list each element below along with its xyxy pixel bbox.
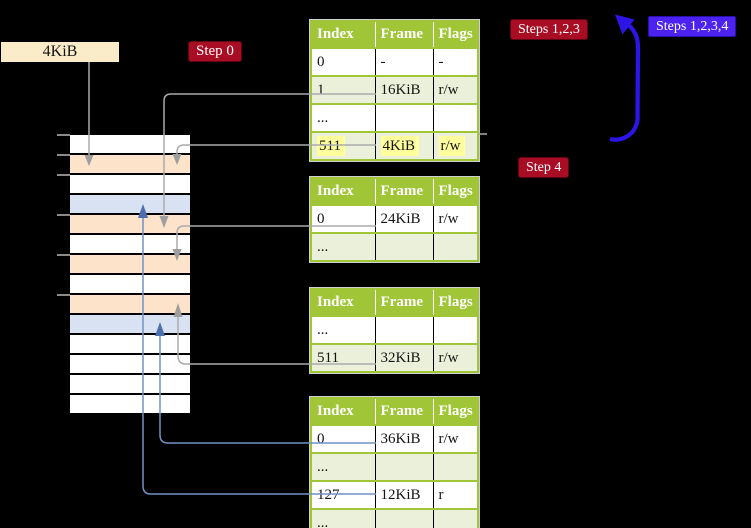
memory-frame-cell-white-10 xyxy=(70,335,190,355)
column-header: Index xyxy=(311,398,375,425)
table-row: ... xyxy=(311,232,478,261)
memory-boundary-tick xyxy=(57,134,70,136)
table-cell: 0 xyxy=(311,47,375,76)
recursive-loop-arrow xyxy=(609,21,641,142)
table-cell: r/w xyxy=(432,343,478,372)
memory-boundary-tick xyxy=(57,254,70,256)
table-cell xyxy=(432,315,478,344)
arrowhead-upleft-icon xyxy=(615,14,635,35)
memory-frame-cell-blue-3 xyxy=(70,195,190,215)
table-cell xyxy=(432,232,478,261)
table-cell: - xyxy=(432,47,478,76)
table-cell: 0 xyxy=(311,204,375,233)
table-cell: ... xyxy=(311,103,375,132)
column-header: Flags xyxy=(432,178,478,205)
table-cell: 511 xyxy=(311,343,375,372)
physical-memory-column xyxy=(70,135,190,415)
memory-frame-cell-peach-1 xyxy=(70,155,190,175)
memory-frame-cell-blue-9 xyxy=(70,315,190,335)
memory-frame-cell-white-11 xyxy=(70,355,190,375)
table-cell xyxy=(432,103,478,132)
table-cell: ... xyxy=(311,315,375,344)
column-header: Frame xyxy=(374,289,433,316)
column-header: Frame xyxy=(374,21,433,48)
table-cell: ... xyxy=(311,452,375,481)
table-cell: 24KiB xyxy=(374,204,433,233)
memory-frame-cell-white-7 xyxy=(70,275,190,295)
highlighted-value: 511 xyxy=(317,135,345,156)
table-cell xyxy=(374,232,433,261)
table-cell: 0 xyxy=(311,424,375,453)
step4-badge: Step 4 xyxy=(518,157,570,178)
step0-badge: Step 0 xyxy=(188,41,242,62)
memory-frame-cell-white-5 xyxy=(70,235,190,255)
table-cell: 511 xyxy=(311,131,375,160)
memory-frame-cell-peach-6 xyxy=(70,255,190,275)
column-header: Frame xyxy=(374,398,433,425)
table-row: 0-- xyxy=(311,47,478,76)
highlighted-value: 4KiB xyxy=(380,135,420,156)
memory-frame-cell-peach-8 xyxy=(70,295,190,315)
table-cell: ... xyxy=(311,232,375,261)
table-row: 511 4KiB r/w xyxy=(311,131,478,160)
memory-frame-cell-white-2 xyxy=(70,175,190,195)
steps-123-badge: Steps 1,2,3 xyxy=(510,19,588,40)
table-cell xyxy=(374,103,433,132)
table-cell: ... xyxy=(311,508,375,528)
table-cell: r/w xyxy=(432,424,478,453)
frame-size-label: 4KiB xyxy=(1,42,119,62)
memory-frame-cell-white-13 xyxy=(70,395,190,415)
table-cell: - xyxy=(374,47,433,76)
table-cell xyxy=(432,452,478,481)
highlighted-value: r/w xyxy=(438,135,465,156)
column-header: Flags xyxy=(432,289,478,316)
memory-boundary-tick xyxy=(57,174,70,176)
table-row: ... xyxy=(311,452,478,481)
table-cell: r/w xyxy=(432,204,478,233)
memory-boundary-tick xyxy=(57,214,70,216)
table-row: ... xyxy=(311,508,478,528)
memory-frame-cell-white-0 xyxy=(70,135,190,155)
table-cell xyxy=(374,508,433,528)
table-cell xyxy=(374,452,433,481)
column-header: Index xyxy=(311,289,375,316)
table-cell: 1 xyxy=(311,75,375,104)
table-cell: 127 xyxy=(311,480,375,509)
table-row: ... xyxy=(311,103,478,132)
table-cell: 36KiB xyxy=(374,424,433,453)
column-header: Flags xyxy=(432,398,478,425)
table-cell: 32KiB xyxy=(374,343,433,372)
steps-1234-badge: Steps 1,2,3,4 xyxy=(648,16,737,37)
table-cell xyxy=(374,315,433,344)
table-cell xyxy=(432,508,478,528)
table-cell: 4KiB xyxy=(374,131,433,160)
memory-boundary-tick xyxy=(57,154,70,156)
table-cell: r/w xyxy=(432,75,478,104)
memory-frame-cell-peach-4 xyxy=(70,215,190,235)
memory-boundary-tick xyxy=(57,294,70,296)
column-header: Index xyxy=(311,21,375,48)
column-header: Index xyxy=(311,178,375,205)
column-header: Frame xyxy=(374,178,433,205)
table-cell: r xyxy=(432,480,478,509)
table-cell: r/w xyxy=(432,131,478,160)
table-cell: 16KiB xyxy=(374,75,433,104)
table-cell: 12KiB xyxy=(374,480,433,509)
memory-frame-cell-white-12 xyxy=(70,375,190,395)
column-header: Flags xyxy=(432,21,478,48)
table-row: ... xyxy=(311,315,478,344)
